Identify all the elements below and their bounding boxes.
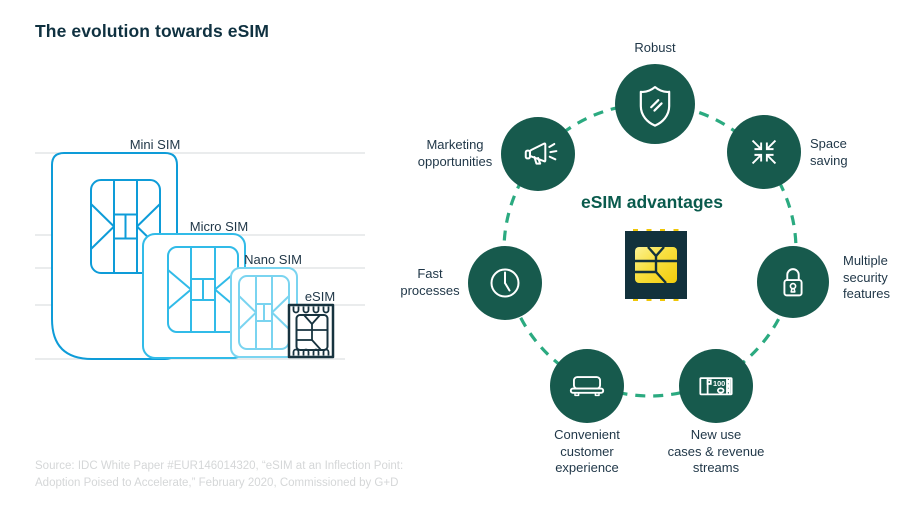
- mini-sim-label: Mini SIM: [130, 137, 181, 152]
- megaphone-icon: [515, 131, 561, 177]
- esim-chip-illustration: [625, 229, 687, 301]
- padlock-icon: [772, 261, 814, 303]
- advantage-node-convenient-customer: [550, 349, 624, 423]
- advantage-node-multiple-security: [757, 246, 829, 318]
- label-multiple-security: Multiple security features: [843, 253, 890, 301]
- collapse-arrows-icon: [743, 131, 785, 173]
- source-citation: Source: IDC White Paper #EUR146014320, “…: [35, 460, 404, 489]
- clock-icon: [483, 261, 527, 305]
- banknote-value: 100: [713, 379, 725, 388]
- advantage-node-marketing: [501, 117, 575, 191]
- label-fast-processes: Fast processes: [400, 266, 460, 298]
- page-title: The evolution towards eSIM: [35, 21, 270, 41]
- label-space-saving: Space saving: [810, 136, 848, 168]
- esim-label: eSIM: [305, 289, 335, 304]
- advantage-node-fast-processes: [468, 246, 542, 320]
- micro-sim-card: [142, 233, 246, 359]
- label-new-use-cases: New use cases & revenue streams: [667, 427, 765, 475]
- advantage-node-robust: [615, 64, 695, 144]
- sofa-icon: [564, 363, 610, 409]
- label-robust: Robust: [634, 40, 676, 55]
- banknote-icon: 100: [693, 363, 739, 409]
- advantage-node-space-saving: [727, 115, 801, 189]
- advantages-heading: eSIM advantages: [581, 192, 723, 212]
- shield-icon: [631, 80, 679, 128]
- sim-evolution-illustration: Mini SIM Micro SIM Nano SIM eSIM: [35, 137, 365, 360]
- nano-sim-label: Nano SIM: [244, 252, 302, 267]
- chip-contact-traces: [635, 246, 677, 284]
- esim-chip-outline: [287, 303, 335, 359]
- advantage-node-new-use-cases: 100: [679, 349, 753, 423]
- label-convenient-customer: Convenient customer experience: [554, 427, 620, 475]
- micro-sim-label: Micro SIM: [190, 219, 249, 234]
- label-marketing: Marketing opportunities: [417, 137, 493, 169]
